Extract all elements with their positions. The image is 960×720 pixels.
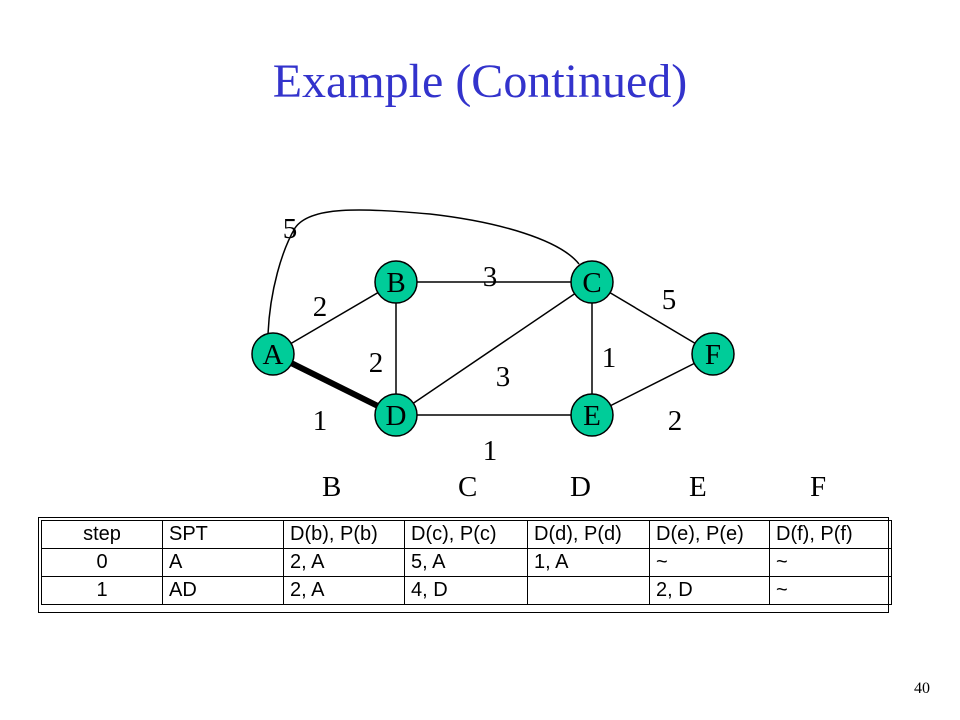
header-cell: D(b), P(b) bbox=[283, 520, 405, 549]
node-label: D bbox=[386, 400, 407, 432]
table-cell: 2, A bbox=[283, 548, 405, 577]
spt-table: step SPT D(b), P(b) D(c), P(c) D(d), P(d… bbox=[41, 520, 892, 605]
edge-e-f bbox=[591, 353, 714, 416]
edge-weight-a-d: 1 bbox=[313, 405, 328, 437]
edge-weight-e-f: 2 bbox=[668, 405, 683, 437]
edge-weight-a-c: 5 bbox=[283, 213, 298, 245]
edge-weight-d-e: 1 bbox=[483, 435, 498, 467]
node-circle bbox=[374, 260, 418, 304]
table-cell: AD bbox=[162, 576, 284, 605]
node-circle bbox=[251, 332, 295, 376]
table-cell bbox=[527, 576, 650, 605]
node-circle bbox=[691, 332, 735, 376]
header-cell: D(c), P(c) bbox=[404, 520, 528, 549]
node-circle bbox=[374, 393, 418, 437]
table-cell: ~ bbox=[769, 548, 892, 577]
edge-a-c bbox=[267, 209, 580, 335]
node-label: F bbox=[705, 339, 721, 371]
node-b: B bbox=[374, 260, 418, 304]
header-cell: step bbox=[41, 520, 163, 549]
table-cell: 5, A bbox=[404, 548, 528, 577]
table-row: 1 AD 2, A 4, D 2, D ~ bbox=[41, 576, 892, 605]
edge-weight-b-d: 2 bbox=[369, 347, 384, 379]
table-cell: 0 bbox=[41, 548, 163, 577]
table-cell: ~ bbox=[649, 548, 770, 577]
header-cell: D(f), P(f) bbox=[769, 520, 892, 549]
edge-weight-c-e: 1 bbox=[602, 342, 617, 374]
node-label: C bbox=[582, 267, 601, 299]
edge-a-d bbox=[271, 351, 398, 418]
edge-c-f bbox=[591, 281, 714, 355]
table-cell: ~ bbox=[769, 576, 892, 605]
edge-weight-b-c: 3 bbox=[483, 261, 498, 293]
edge-d-c bbox=[395, 281, 593, 416]
node-f: F bbox=[691, 332, 735, 376]
table-cell: 1 bbox=[41, 576, 163, 605]
table-cell: 4, D bbox=[404, 576, 528, 605]
column-header-b: B bbox=[322, 471, 342, 503]
page-number: 40 bbox=[914, 680, 930, 697]
node-circle bbox=[570, 260, 614, 304]
header-cell: D(d), P(d) bbox=[527, 520, 650, 549]
node-label: A bbox=[263, 339, 284, 371]
header-cell: D(e), P(e) bbox=[649, 520, 770, 549]
node-c: C bbox=[570, 260, 614, 304]
column-header-d: D bbox=[570, 471, 591, 503]
slide-title: Example (Continued) bbox=[272, 55, 688, 108]
node-a: A bbox=[251, 332, 295, 376]
table-header-row: step SPT D(b), P(b) D(c), P(c) D(d), P(d… bbox=[41, 520, 892, 549]
column-header-f: F bbox=[810, 471, 827, 503]
edge-weight-c-f: 5 bbox=[662, 284, 677, 316]
column-header-e: E bbox=[689, 471, 707, 503]
edge-weight-d-c: 3 bbox=[496, 361, 511, 393]
node-e: E bbox=[570, 393, 614, 437]
table-cell: 2, A bbox=[283, 576, 405, 605]
table-cell: A bbox=[162, 548, 284, 577]
edge-a-b bbox=[272, 281, 397, 355]
header-cell: SPT bbox=[162, 520, 284, 549]
table-cell: 1, A bbox=[527, 548, 650, 577]
node-label: B bbox=[386, 267, 405, 299]
edge-weight-a-b: 2 bbox=[313, 291, 328, 323]
node-d: D bbox=[374, 393, 418, 437]
table-cell: 2, D bbox=[649, 576, 770, 605]
table-row: 0 A 2, A 5, A 1, A ~ ~ bbox=[41, 548, 892, 577]
column-header-c: C bbox=[458, 471, 478, 503]
graph-diagram: 2 1 5 3 2 3 1 1 5 2 A B C D E F bbox=[251, 209, 735, 467]
node-circle bbox=[570, 393, 614, 437]
node-label: E bbox=[583, 400, 601, 432]
